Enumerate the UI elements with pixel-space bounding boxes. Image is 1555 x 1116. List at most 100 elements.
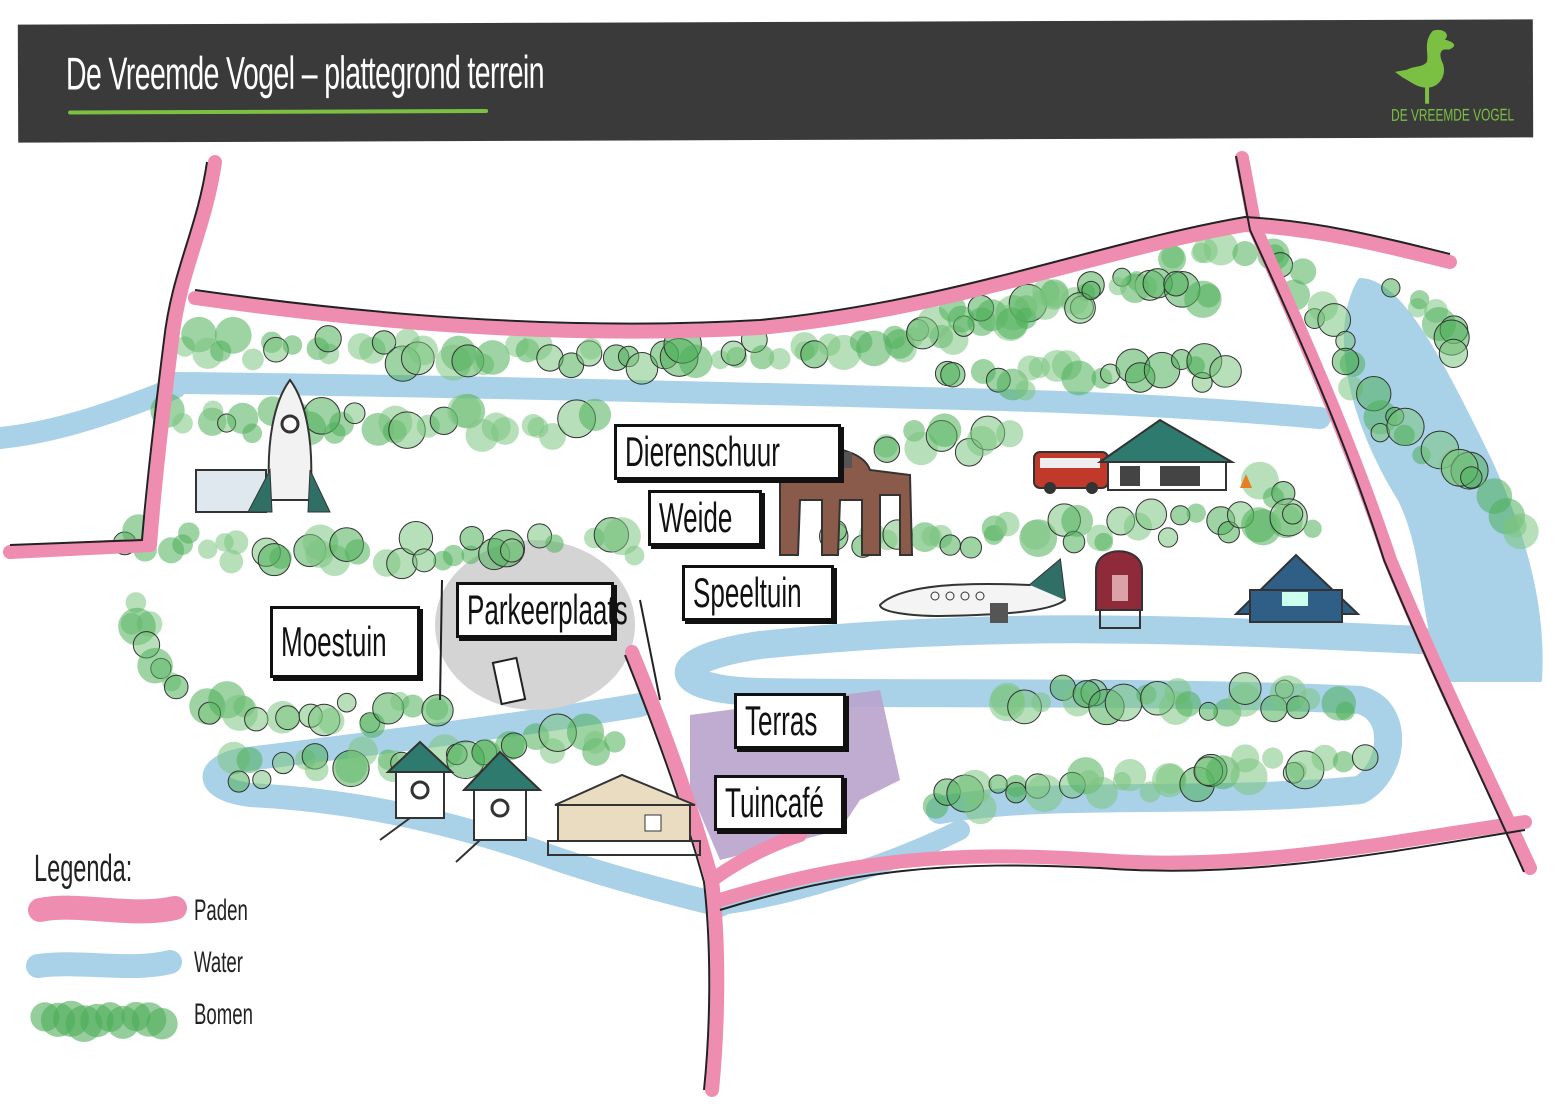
tree-icon	[304, 757, 329, 782]
tree-icon	[947, 305, 975, 333]
tree-icon	[1025, 774, 1064, 813]
tree-icon	[1108, 276, 1128, 296]
birdhouse-icon	[455, 750, 543, 863]
tree-icon	[988, 774, 1008, 794]
path-outlines	[9, 155, 1526, 1091]
tree-icon	[412, 548, 437, 573]
tree-icon	[1163, 270, 1189, 297]
tree-icon	[442, 544, 465, 567]
tree-icon	[408, 335, 439, 366]
tree-icon	[1143, 351, 1181, 389]
tree-icon	[314, 325, 342, 353]
tree-icon	[347, 736, 378, 767]
tree-icon	[927, 413, 962, 447]
tree-icon	[344, 539, 371, 565]
path-left	[3, 155, 222, 559]
tree-icon	[1005, 781, 1027, 804]
logo: DE VREEMDE VOGEL	[1373, 25, 1515, 125]
tree-icon	[1061, 505, 1094, 537]
tree-icon	[475, 340, 510, 375]
legend-swatch-bomen	[30, 1000, 178, 1043]
canal-top	[164, 372, 1331, 429]
path-top	[188, 218, 1457, 339]
tree-icon	[856, 330, 892, 367]
tree-icon	[1203, 231, 1238, 266]
tree-icon	[959, 536, 983, 559]
tree-icon	[583, 730, 607, 754]
tree-icon	[939, 534, 961, 556]
tree-icon	[603, 517, 641, 556]
tree-icon	[1015, 307, 1037, 329]
tree-icon	[172, 413, 193, 434]
label-tuincafe: Tuincafé	[714, 775, 844, 831]
tree-icon	[242, 348, 264, 371]
tree-icon	[146, 1008, 178, 1040]
tree-icon	[1085, 776, 1118, 809]
tree-icon	[940, 362, 966, 388]
tree-icon	[500, 538, 525, 563]
tree-icon	[1157, 527, 1179, 548]
tree-icon	[1094, 532, 1114, 552]
label-parkeerplaats: Parkeerplaats	[456, 582, 628, 638]
tree-icon	[163, 674, 189, 700]
van-icon	[1033, 451, 1109, 494]
path-bottom	[713, 815, 1532, 907]
tree-icon	[197, 539, 218, 559]
house-icon	[1096, 418, 1252, 491]
tree-icon	[214, 316, 252, 354]
label-weide: Weide	[648, 490, 762, 546]
tree-icon	[125, 592, 147, 613]
tree-icon	[882, 325, 907, 349]
legend-label-paden: Paden	[194, 894, 248, 927]
tree-icon	[236, 747, 263, 774]
tree-icon	[447, 393, 482, 428]
label-dierenschuur: Dierenschuur	[614, 424, 841, 480]
tree-icon	[1410, 290, 1430, 310]
tree-icon	[720, 340, 747, 366]
paths	[3, 151, 1537, 1097]
tree-icon	[1381, 278, 1401, 298]
tree-icon	[750, 345, 775, 370]
tree-icon	[1135, 498, 1168, 531]
tree-icon	[1393, 424, 1415, 446]
bird-logo-icon	[1394, 29, 1455, 104]
tree-icon	[1228, 672, 1262, 705]
tree-icon	[1502, 513, 1539, 550]
tree-icon	[625, 352, 659, 385]
tree-icon	[994, 511, 1020, 537]
tree-icon	[1303, 519, 1322, 538]
legend-swatches	[26, 895, 187, 1043]
river-middle	[674, 615, 1434, 824]
tree-icon	[1460, 466, 1483, 489]
tree-icon	[1289, 258, 1317, 285]
tree-icon	[578, 398, 612, 431]
tree-icon	[768, 348, 791, 370]
tree-icon	[491, 417, 519, 445]
tree-icon	[539, 423, 566, 450]
tree-icon	[678, 344, 713, 379]
tree-icon	[1232, 240, 1258, 267]
tree-icon	[545, 534, 564, 553]
tree-icon	[604, 731, 626, 753]
caravan-icon	[1095, 550, 1143, 629]
tree-icon	[1031, 692, 1052, 713]
page-title: De Vreemde Vogel – plattegrond terrein	[65, 45, 545, 100]
river-lower	[202, 693, 732, 917]
path-right	[1235, 151, 1537, 875]
tree-icon	[996, 420, 1024, 448]
tree-icon	[1064, 292, 1096, 324]
tree-icon	[252, 769, 272, 790]
tree-icon	[1282, 503, 1304, 525]
lake-right	[1343, 278, 1543, 682]
tree-icon	[275, 705, 301, 731]
tree-icon	[1061, 360, 1097, 396]
tree-icon	[202, 400, 224, 421]
tree-icon	[1175, 691, 1202, 717]
tree-icon	[1438, 338, 1469, 368]
legend-label-water: Water	[194, 946, 243, 979]
tree-icon	[137, 647, 173, 684]
tree-icon	[343, 402, 366, 425]
tree-icon	[1311, 744, 1339, 772]
tree-icon	[1104, 683, 1143, 722]
logo-text: DE VREEMDE VOGEL	[1391, 105, 1515, 125]
